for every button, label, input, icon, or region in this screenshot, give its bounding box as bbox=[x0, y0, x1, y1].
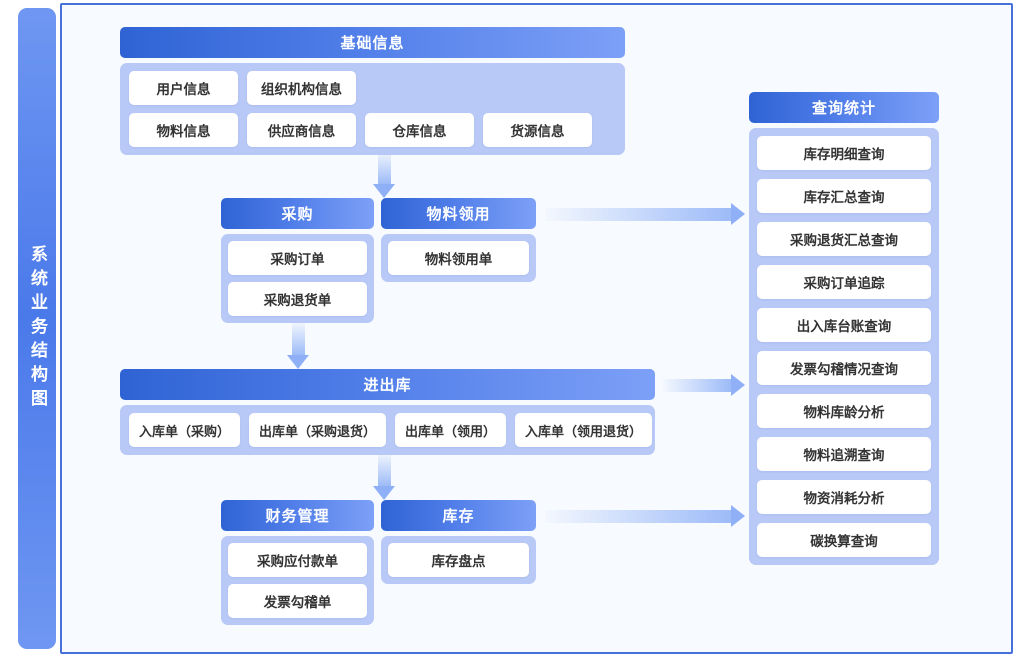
arrow-down-icon-inout-to-finance bbox=[373, 454, 395, 500]
arrow-head bbox=[731, 505, 745, 527]
card-inventory-count[interactable]: 库存盘点 bbox=[388, 543, 529, 577]
module-finance-body: 采购应付款单 发票勾稽单 bbox=[221, 536, 374, 625]
card-stock-summary-query[interactable]: 库存汇总查询 bbox=[757, 179, 931, 213]
module-query-statistics-body: 库存明细查询 库存汇总查询 采购退货汇总查询 采购订单追踪 出入库台账查询 发票… bbox=[749, 128, 939, 565]
card-material-consumption-analysis[interactable]: 物资消耗分析 bbox=[757, 480, 931, 514]
arrow-head bbox=[373, 184, 395, 198]
module-query-statistics: 查询统计 库存明细查询 库存汇总查询 采购退货汇总查询 采购订单追踪 出入库台账… bbox=[749, 92, 939, 565]
card-warehouse-info[interactable]: 仓库信息 bbox=[365, 113, 474, 147]
module-inbound-outbound: 进出库 入库单（采购） 出库单（采购退货） 出库单（领用） 入库单（领用退货） bbox=[120, 369, 655, 455]
module-inventory-body: 库存盘点 bbox=[381, 536, 536, 584]
sidebar-title-text: 系统业务结构图 bbox=[28, 244, 47, 413]
card-material-age-analysis[interactable]: 物料库龄分析 bbox=[757, 394, 931, 428]
arrow-right-icon-inout-to-query bbox=[663, 374, 745, 396]
card-inout-ledger-query[interactable]: 出入库台账查询 bbox=[757, 308, 931, 342]
module-purchase: 采购 采购订单 采购退货单 bbox=[221, 198, 374, 323]
card-purchase-order-tracking[interactable]: 采购订单追踪 bbox=[757, 265, 931, 299]
card-material-tracing-query[interactable]: 物料追溯查询 bbox=[757, 437, 931, 471]
module-basic-info: 基础信息 用户信息 组织机构信息 物料信息 供应商信息 仓库信息 货源信息 bbox=[120, 27, 625, 155]
card-supplier-info[interactable]: 供应商信息 bbox=[247, 113, 356, 147]
card-material-info[interactable]: 物料信息 bbox=[129, 113, 238, 147]
arrow-shaft bbox=[291, 323, 305, 355]
card-outbound-picking[interactable]: 出库单（领用） bbox=[395, 413, 507, 447]
card-stock-detail-query[interactable]: 库存明细查询 bbox=[757, 136, 931, 170]
module-inbound-outbound-body: 入库单（采购） 出库单（采购退货） 出库单（领用） 入库单（领用退货） bbox=[120, 405, 655, 455]
module-finance: 财务管理 采购应付款单 发票勾稽单 bbox=[221, 500, 374, 625]
module-finance-header: 财务管理 bbox=[221, 500, 374, 531]
module-query-statistics-header: 查询统计 bbox=[749, 92, 939, 123]
sidebar-title-bar: 系统业务结构图 bbox=[18, 8, 56, 649]
arrow-shaft bbox=[545, 509, 731, 523]
card-invoice-reconciliation[interactable]: 发票勾稽单 bbox=[228, 584, 367, 618]
module-material-picking-body: 物料领用单 bbox=[381, 234, 536, 282]
module-purchase-header: 采购 bbox=[221, 198, 374, 229]
card-purchase-return[interactable]: 采购退货单 bbox=[228, 282, 367, 316]
card-purchase-return-summary-query[interactable]: 采购退货汇总查询 bbox=[757, 222, 931, 256]
card-outbound-purchase-return[interactable]: 出库单（采购退货） bbox=[249, 413, 387, 447]
card-user-info[interactable]: 用户信息 bbox=[129, 71, 238, 105]
arrow-down-icon-purchase-to-inout bbox=[287, 323, 309, 369]
module-inventory-header: 库存 bbox=[381, 500, 536, 531]
arrow-shaft bbox=[545, 207, 731, 221]
card-carbon-conversion-query[interactable]: 碳换算查询 bbox=[757, 523, 931, 557]
arrow-right-icon-purchase-to-query bbox=[545, 203, 745, 225]
arrow-head bbox=[287, 355, 309, 369]
module-basic-info-body: 用户信息 组织机构信息 物料信息 供应商信息 仓库信息 货源信息 bbox=[120, 63, 625, 155]
arrow-head bbox=[731, 374, 745, 396]
card-invoice-reconciliation-query[interactable]: 发票勾稽情况查询 bbox=[757, 351, 931, 385]
arrow-right-icon-finance-to-query bbox=[545, 505, 745, 527]
card-purchase-order[interactable]: 采购订单 bbox=[228, 241, 367, 275]
arrow-shaft bbox=[377, 454, 391, 486]
card-source-info[interactable]: 货源信息 bbox=[483, 113, 592, 147]
module-inventory: 库存 库存盘点 bbox=[381, 500, 536, 584]
card-purchase-payable[interactable]: 采购应付款单 bbox=[228, 543, 367, 577]
module-basic-info-header: 基础信息 bbox=[120, 27, 625, 58]
arrow-head bbox=[373, 486, 395, 500]
module-inbound-outbound-header: 进出库 bbox=[120, 369, 655, 400]
module-material-picking: 物料领用 物料领用单 bbox=[381, 198, 536, 282]
module-purchase-body: 采购订单 采购退货单 bbox=[221, 234, 374, 323]
arrow-shaft bbox=[377, 152, 391, 184]
arrow-head bbox=[731, 203, 745, 225]
card-inbound-picking-return[interactable]: 入库单（领用退货） bbox=[515, 413, 653, 447]
arrow-down-icon-basic-to-purchase bbox=[373, 152, 395, 198]
card-material-picking-form[interactable]: 物料领用单 bbox=[388, 241, 529, 275]
card-org-info[interactable]: 组织机构信息 bbox=[247, 71, 356, 105]
module-material-picking-header: 物料领用 bbox=[381, 198, 536, 229]
arrow-shaft bbox=[663, 378, 731, 392]
card-inbound-purchase[interactable]: 入库单（采购） bbox=[129, 413, 241, 447]
